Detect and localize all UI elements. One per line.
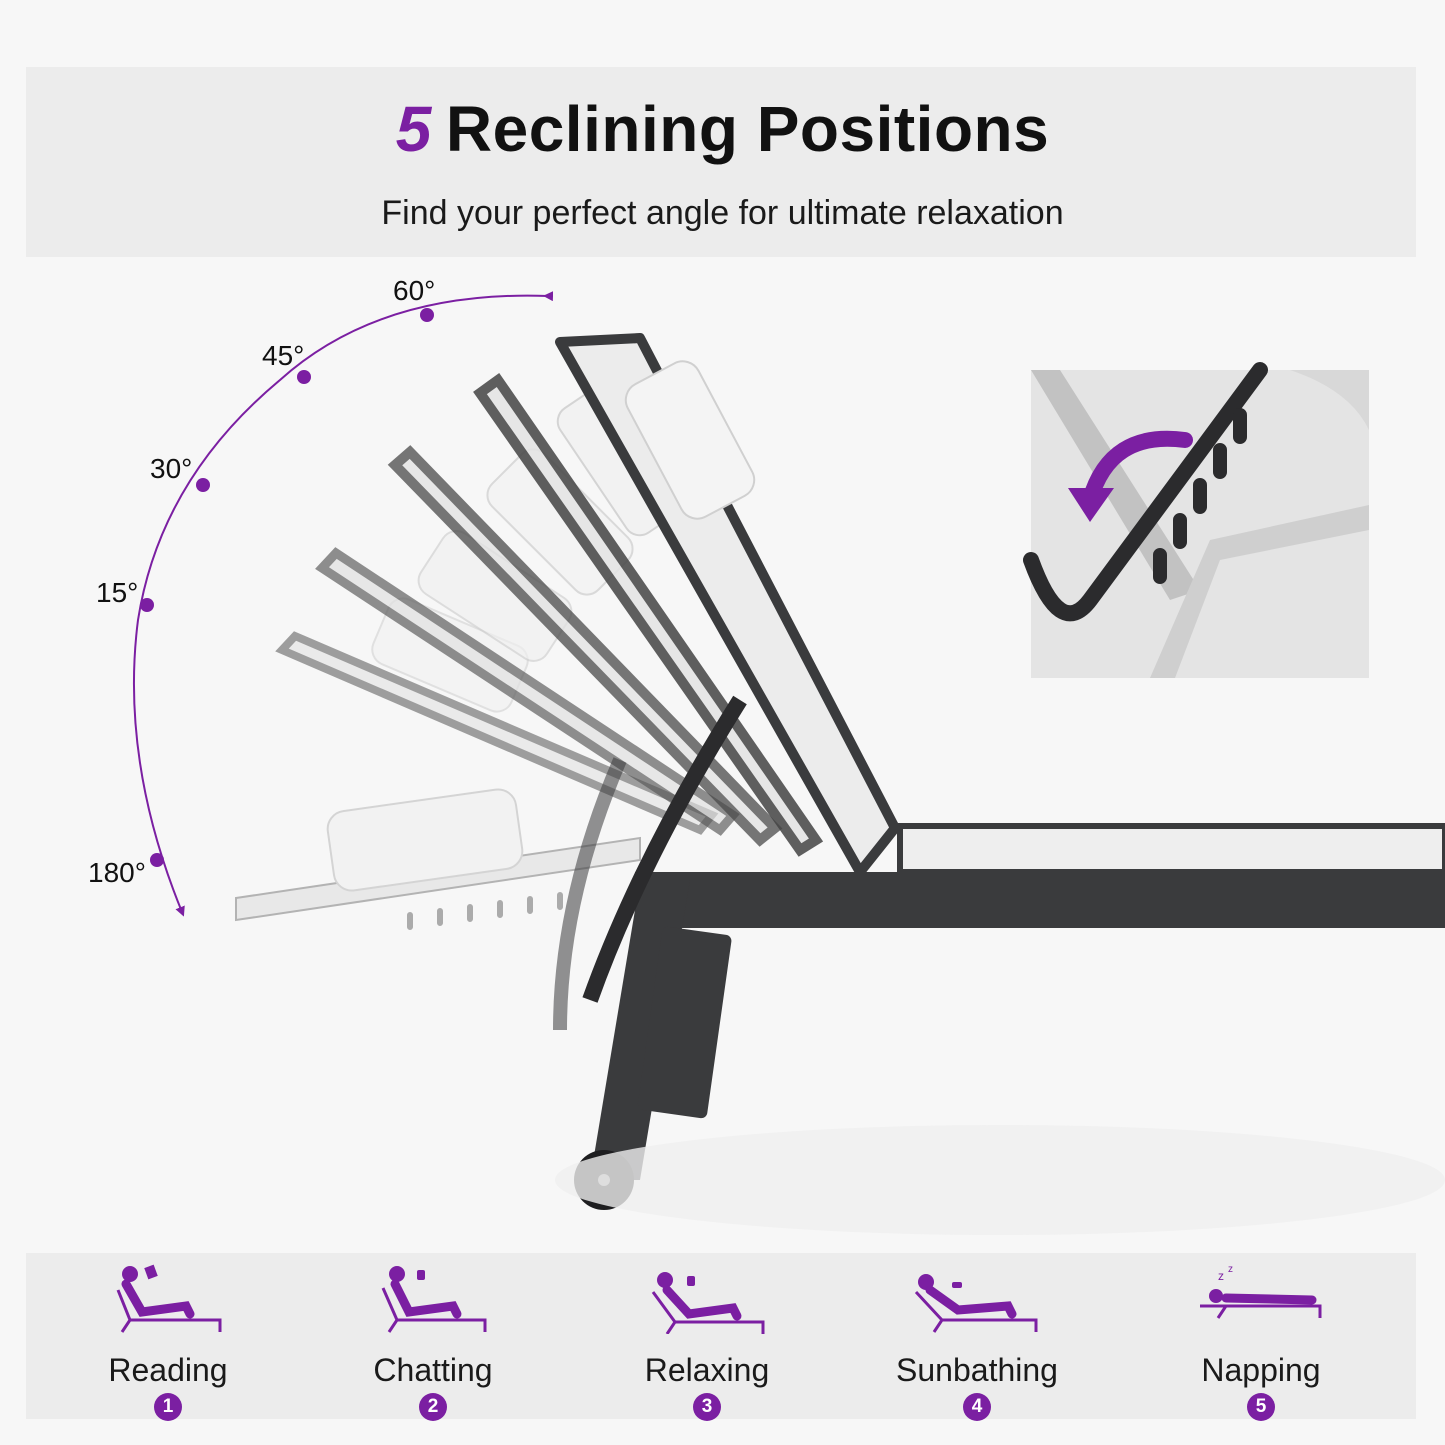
angle-dot-45 (297, 370, 311, 384)
angle-arc: 60° 45° 30° 15° 180° (88, 275, 554, 917)
position-label: Relaxing (644, 1352, 770, 1388)
title-number: 5 (395, 93, 432, 165)
position-sunbathing: Sunbathing 4 (867, 1262, 1087, 1421)
page-subtitle: Find your perfect angle for ultimate rel… (381, 194, 1064, 232)
position-chatting: Chatting 2 (323, 1262, 543, 1421)
position-number-badge: 3 (693, 1393, 721, 1421)
position-label: Sunbathing (896, 1352, 1058, 1388)
angle-dot-180 (150, 853, 164, 867)
position-label: Napping (1201, 1352, 1321, 1388)
position-label: Chatting (373, 1352, 493, 1388)
backrest-upright (555, 333, 900, 877)
svg-text:z: z (1218, 1269, 1224, 1283)
rotate-arrow-icon (1082, 430, 1193, 508)
chair-frame (553, 695, 1445, 1235)
position-number-badge: 2 (419, 1393, 447, 1421)
relaxing-icon (651, 1272, 765, 1334)
angle-label-15: 15° (96, 577, 138, 608)
position-napping: z z Napping 5 (1151, 1262, 1371, 1421)
position-relaxing: Relaxing 3 (597, 1262, 817, 1421)
angle-label-180: 180° (88, 857, 146, 888)
sunbathing-icon (914, 1274, 1038, 1333)
position-reading: Reading 1 (58, 1262, 278, 1421)
positions-panel (26, 1253, 1416, 1419)
angle-dot-15 (140, 598, 154, 612)
header-panel (26, 67, 1416, 257)
angle-label-30: 30° (150, 453, 192, 484)
angle-label-45: 45° (262, 340, 304, 371)
position-label: Reading (108, 1352, 228, 1388)
detail-inset (1023, 362, 1369, 678)
position-number-badge: 1 (154, 1393, 182, 1421)
position-number-badge: 5 (1247, 1393, 1275, 1421)
napping-icon: z z (1200, 1264, 1322, 1319)
chatting-icon (381, 1266, 487, 1333)
backrest-flat (235, 788, 641, 930)
title-text: Reclining Positions (445, 93, 1050, 165)
chair-illustration: 60° 45° 30° 15° 180° (88, 275, 1445, 1235)
angle-label-60: 60° (393, 275, 435, 306)
svg-text:z: z (1228, 1264, 1233, 1275)
position-number-badge: 4 (963, 1393, 991, 1421)
reading-icon (116, 1264, 222, 1333)
angle-dot-30 (196, 478, 210, 492)
angle-dot-60 (420, 308, 434, 322)
